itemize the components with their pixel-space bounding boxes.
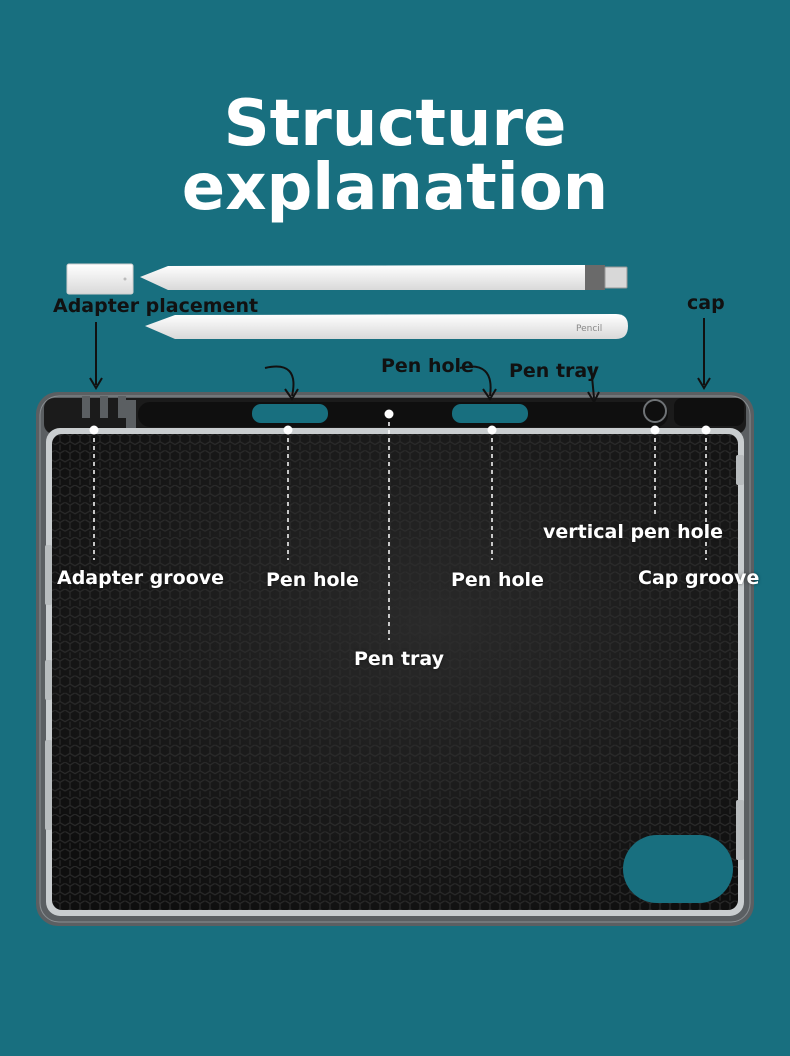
label-adapter-groove: Adapter groove bbox=[57, 567, 225, 589]
pen-tray-arrow bbox=[590, 365, 595, 399]
pen-hole-right-arrow bbox=[459, 365, 492, 397]
pencil-second-gen-image: Pencil bbox=[145, 314, 628, 339]
leader-dots bbox=[89, 409, 711, 435]
pencil-first-gen-image bbox=[140, 265, 628, 290]
label-pen-hole-right: Pen hole bbox=[451, 569, 544, 591]
adapter-image bbox=[66, 263, 134, 295]
label-adapter-placement: Adapter placement bbox=[53, 295, 259, 317]
leader-lines bbox=[93, 414, 707, 640]
label-pen-tray-bottom: Pen tray bbox=[354, 648, 445, 670]
label-vertical-pen-hole: vertical pen hole bbox=[543, 521, 724, 543]
page-title: Structure explanation bbox=[181, 87, 609, 225]
arrows bbox=[89, 318, 711, 405]
label-pen-hole-left: Pen hole bbox=[266, 569, 359, 591]
tablet-case bbox=[36, 392, 754, 926]
label-cap: cap bbox=[687, 292, 725, 314]
label-pen-tray-top: Pen tray bbox=[509, 360, 600, 382]
pencil-brand-text: Pencil bbox=[576, 324, 602, 334]
label-cap-groove: Cap groove bbox=[638, 567, 760, 589]
pen-hole-left-arrow bbox=[264, 365, 295, 397]
label-pen-hole-top: Pen hole bbox=[381, 355, 474, 377]
